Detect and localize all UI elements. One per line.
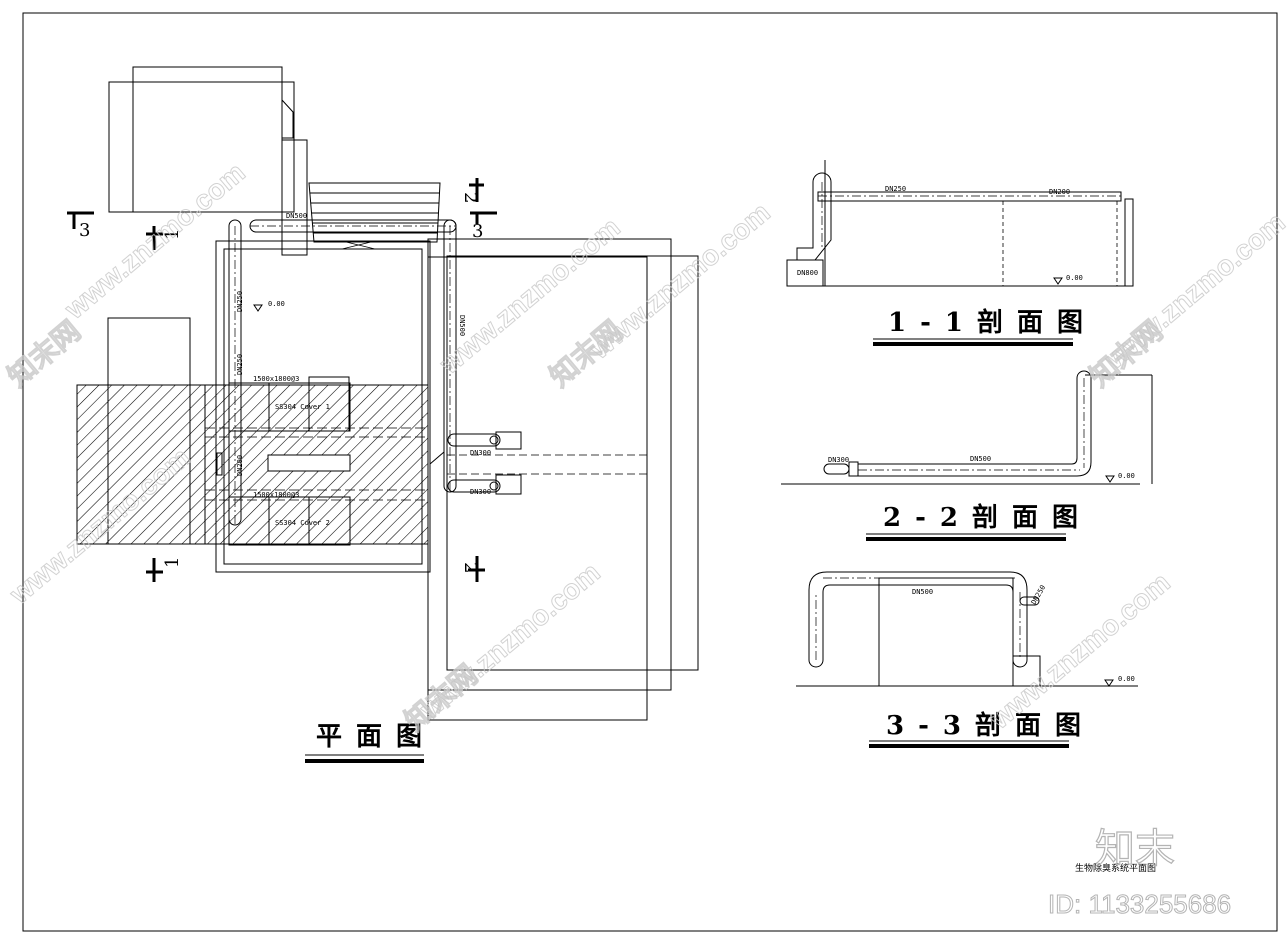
plan-view (76, 66, 699, 721)
plan-label-unit-b: SS304 Cover 2 (275, 519, 330, 527)
s3-label-dn500: DN500 (912, 588, 933, 596)
watermark-id: ID: 1133255686 (1048, 889, 1231, 919)
s1-label-elev: 0.00 (1066, 274, 1083, 282)
plan-label-dn300-a: DN300 (470, 449, 491, 457)
plan-label-box-b: 1500x1800@3 (253, 491, 299, 499)
section-2-2-labels: DN300 DN500 0.00 (828, 455, 1135, 480)
s2-label-dn300: DN300 (828, 456, 849, 464)
plan-label-unit-a: SS304 Cover 1 (275, 403, 330, 411)
section-2-2 (781, 370, 1153, 485)
section-markers (67, 178, 497, 582)
watermark-brand-1: 知末网 (1, 314, 86, 393)
plan-label-dn200: DN200 (236, 455, 244, 476)
mark-2-bottom: 2 (460, 562, 481, 573)
plan-title: 平面图 (316, 722, 436, 752)
watermark-site-6: www.znzmo.com (983, 567, 1176, 736)
section-1-1-labels: DN250 DN200 DN800 0.00 (797, 185, 1083, 282)
section-marker-labels: 3 1 1 2 3 2 (79, 192, 483, 573)
watermark-site-3: www.znzmo.com (413, 557, 606, 726)
s2-label-dn500: DN500 (970, 455, 991, 463)
section-1-1-title: 1-1剖面图 (888, 307, 1097, 338)
s1-label-dn250: DN250 (885, 185, 906, 193)
plan-label-box-a: 1500x1800@3 (253, 375, 299, 383)
section-3-3-title: 3-3剖面图 (886, 710, 1095, 741)
s1-label-dn800: DN800 (797, 269, 818, 277)
s1-label-dn200: DN200 (1049, 188, 1070, 196)
plan-label-dn500-right: DN500 (458, 315, 466, 336)
s2-label-elev: 0.00 (1118, 472, 1135, 480)
plan-label-dn300-b: DN300 (470, 488, 491, 496)
mark-3-left: 3 (79, 220, 90, 241)
drawing-frame (22, 12, 1278, 932)
plan-labels: DN500 DN250 DN250 DN200 DN500 DN300 DN30… (236, 212, 491, 527)
s3-label-dn250: DN250 (1030, 584, 1047, 606)
plan-label-dn250-b: DN250 (236, 354, 244, 375)
section-1-1 (786, 160, 1134, 287)
plan-label-dn250-a: DN250 (236, 291, 244, 312)
section-2-2-title: 2-2剖面图 (883, 502, 1092, 533)
drawing-caption: 生物除臭系统平面图 (1075, 862, 1156, 874)
watermark-logo: 知末 (1095, 826, 1175, 872)
mark-3-right: 3 (472, 221, 483, 242)
plan-label-dn500-top: DN500 (286, 212, 307, 220)
mark-1-bottom: 1 (162, 557, 183, 568)
section-3-3 (796, 571, 1138, 687)
s3-label-elev: 0.00 (1118, 675, 1135, 683)
mark-2-top: 2 (460, 192, 481, 203)
mark-1-top: 1 (162, 229, 183, 240)
plan-label-elev: 0.00 (268, 300, 285, 308)
